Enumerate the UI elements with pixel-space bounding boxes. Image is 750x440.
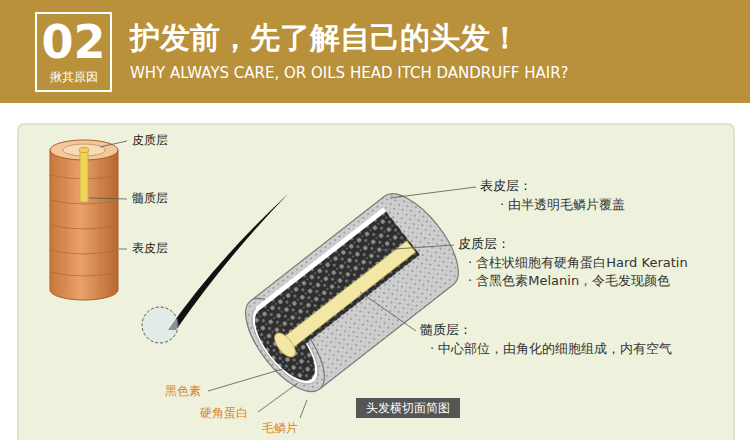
part-label: 硬角蛋白 bbox=[200, 406, 248, 420]
grain-line bbox=[50, 225, 118, 229]
layer-heading: 髓质层： bbox=[420, 322, 472, 338]
leader-line bbox=[208, 368, 286, 391]
leader-line bbox=[100, 141, 127, 147]
part-label: 皮质层 bbox=[132, 133, 168, 147]
background-panel bbox=[18, 124, 734, 440]
badge-subtitle: 揪其原因 bbox=[50, 70, 98, 84]
layer-heading: 表皮层： bbox=[480, 178, 532, 194]
medulla-strip bbox=[281, 241, 416, 351]
leader-line bbox=[390, 187, 476, 198]
cortex-cutaway bbox=[259, 211, 421, 354]
strand-illustration bbox=[50, 140, 127, 300]
part-label: 毛鳞片 bbox=[262, 421, 298, 435]
layer-note: · 中心部位，由角化的细胞组成，内有空气 bbox=[430, 341, 672, 357]
leader-line bbox=[380, 245, 454, 250]
subtitle: WHY ALWAYS CARE, OR OILS HEAD ITCH DANDR… bbox=[130, 64, 569, 82]
strand-medulla bbox=[80, 150, 88, 202]
part-label: 髓质层 bbox=[132, 191, 168, 205]
strand-medulla-top bbox=[79, 148, 89, 153]
part-label: 黑色素 bbox=[165, 384, 201, 398]
caption-box: 头发横切面简图 bbox=[356, 398, 460, 418]
header-band bbox=[0, 0, 750, 103]
badge-number: 02 bbox=[41, 18, 105, 66]
leader-line bbox=[119, 249, 127, 250]
leader-line bbox=[300, 400, 307, 418]
strand-grain bbox=[50, 150, 118, 290]
grain-line bbox=[66, 150, 100, 290]
layer-note: · 由半透明毛鳞片覆盖 bbox=[500, 197, 625, 213]
leader-line bbox=[360, 292, 416, 331]
leader-line bbox=[89, 198, 127, 199]
medulla-face bbox=[271, 330, 299, 361]
layer-note: · 含柱状细胞有硬角蛋白Hard Keratin bbox=[468, 255, 688, 271]
layer-note: · 含黑色素Melanin，令毛发现颜色 bbox=[468, 273, 670, 289]
page-title: 护发前，先了解自己的头发！ bbox=[130, 20, 520, 56]
grain-line bbox=[50, 250, 118, 254]
part-label: 表皮层 bbox=[132, 241, 168, 255]
grain-line bbox=[50, 272, 118, 276]
leader-line bbox=[258, 383, 298, 412]
layer-heading: 皮质层： bbox=[458, 236, 510, 252]
number-badge: 02 揪其原因 bbox=[35, 12, 112, 92]
magnifier-circle bbox=[142, 307, 178, 343]
strand-body bbox=[50, 150, 118, 300]
hair-cross-section bbox=[232, 181, 473, 403]
leader-lines bbox=[208, 187, 476, 418]
